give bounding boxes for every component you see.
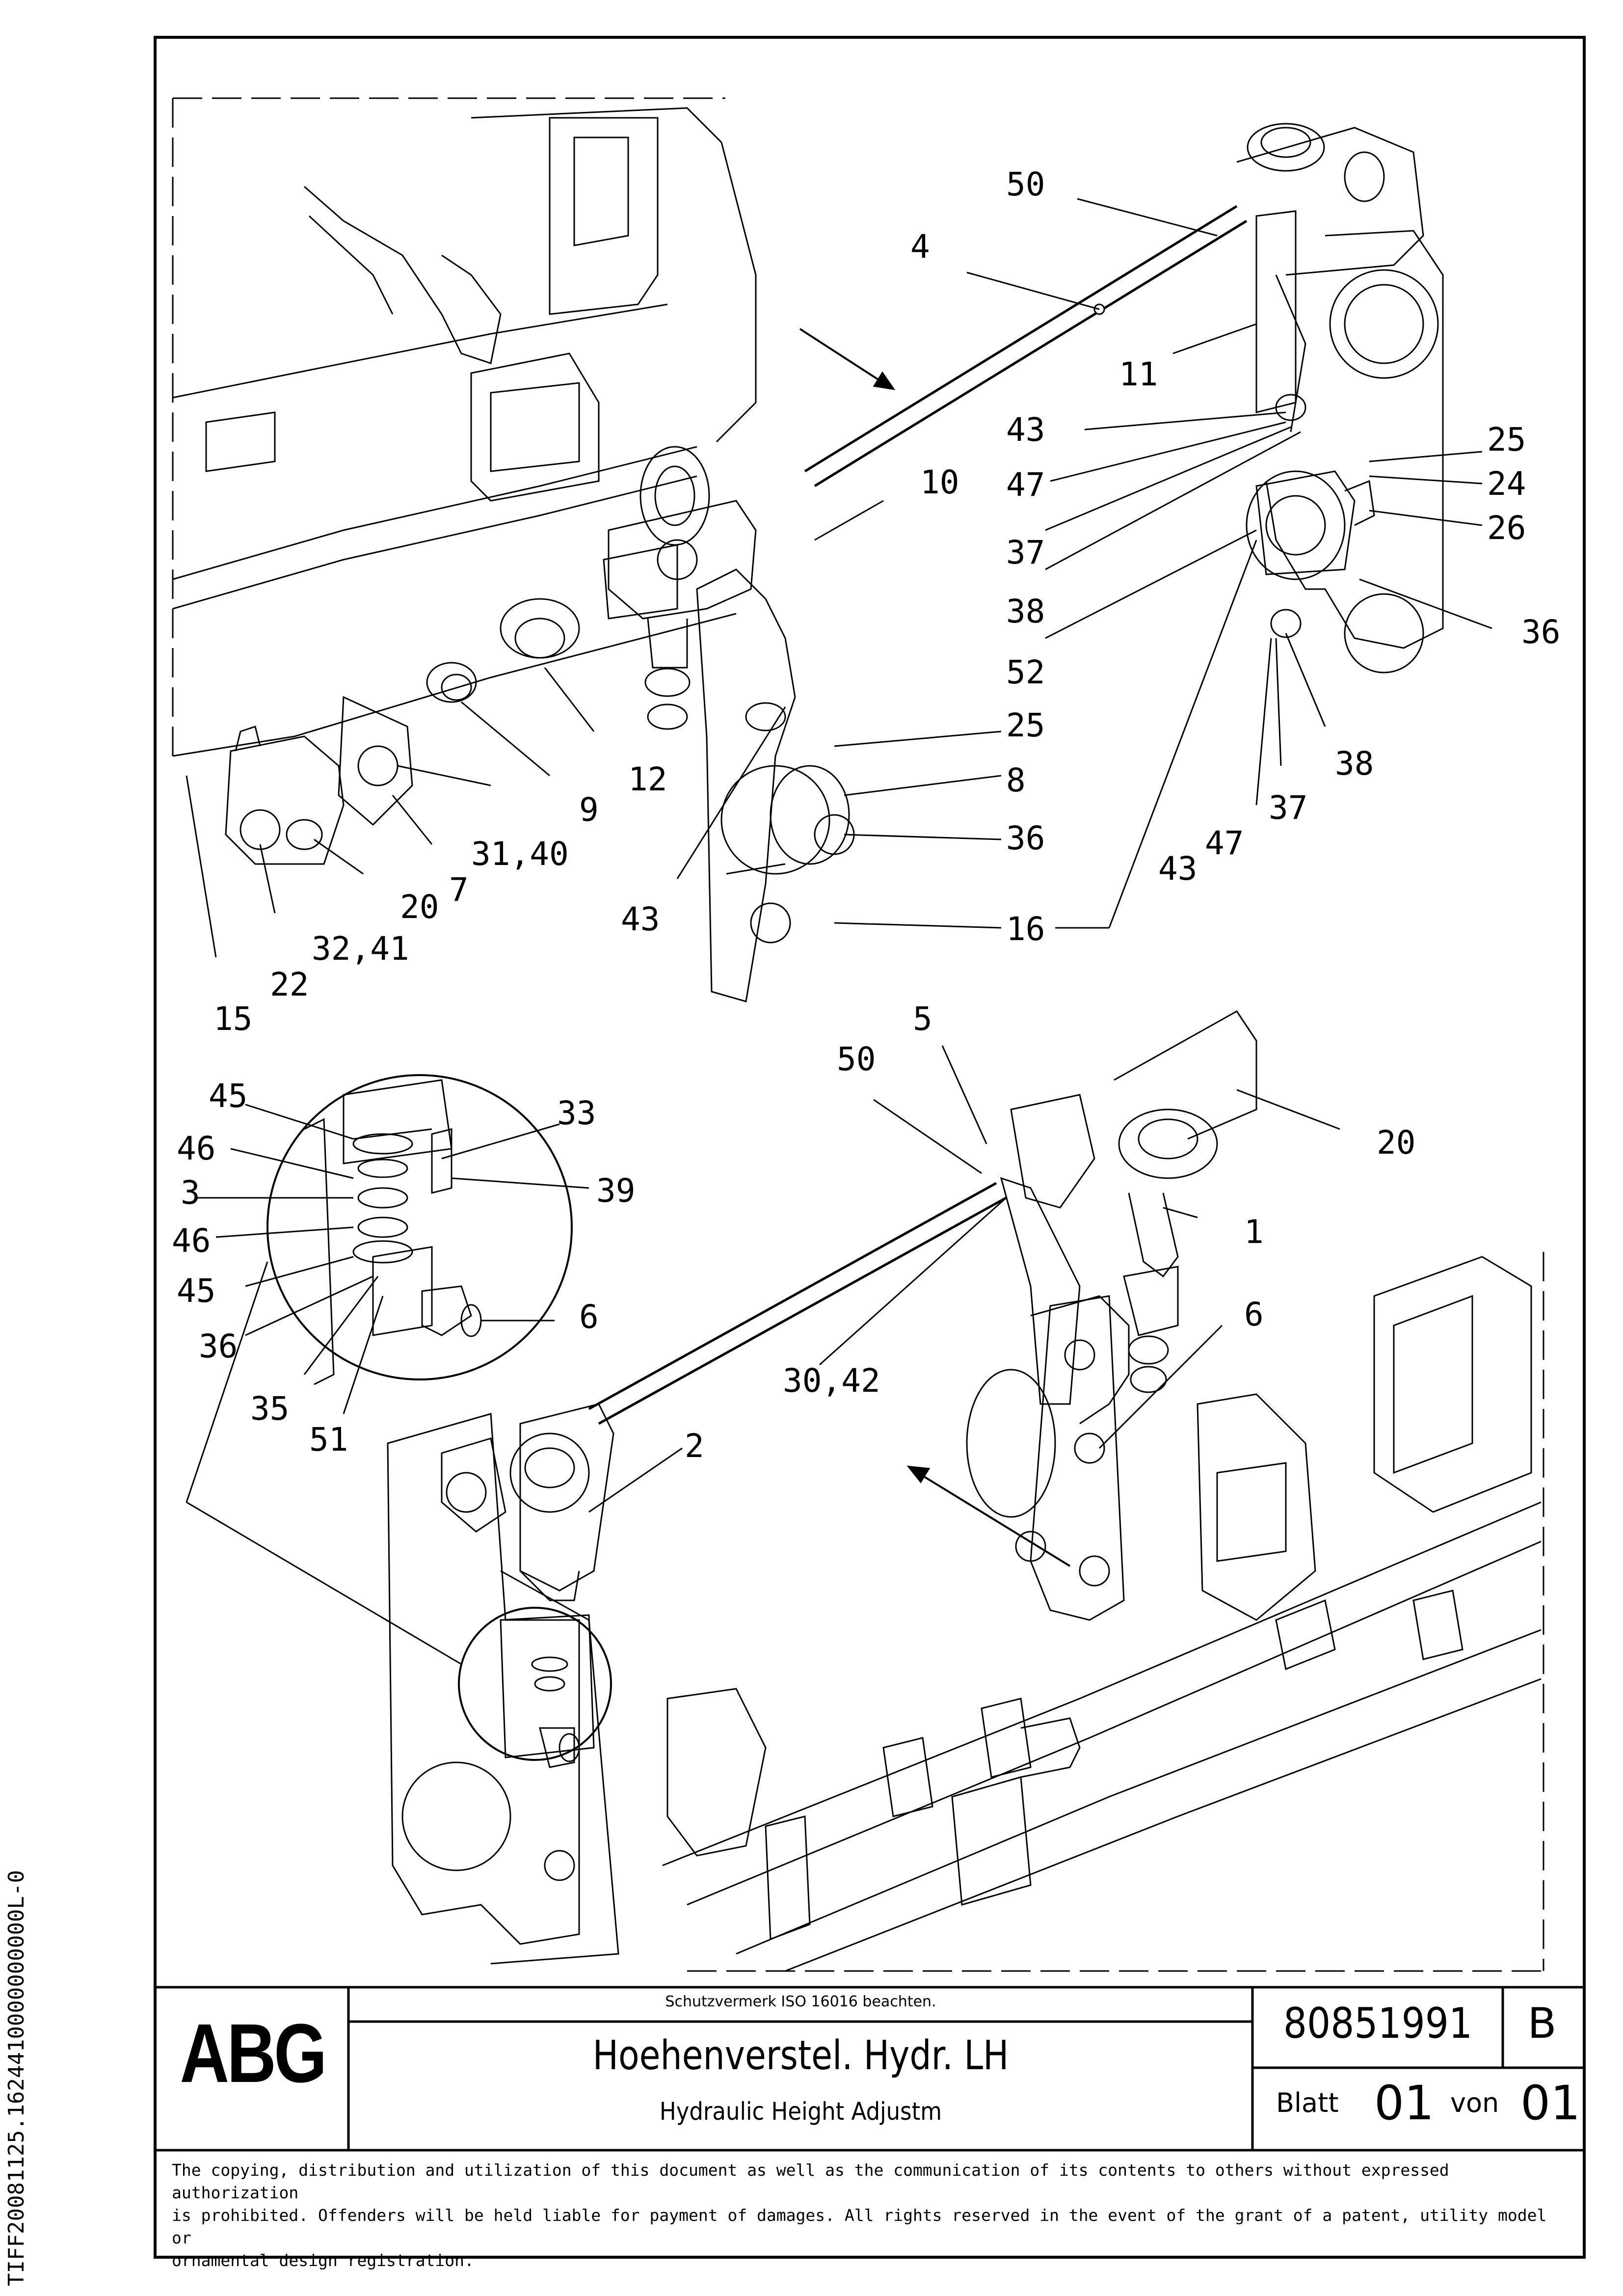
callout-label: 43 [1006,411,1045,449]
callout-labels: 50 4 11 43 47 37 38 52 10 25 24 26 36 25… [172,165,1560,1465]
callout-label: 45 [177,1272,215,1310]
callout-label: 16 [1006,910,1045,948]
callout-label: 38 [1335,745,1374,783]
callout-label: 43 [621,900,660,938]
detail-view-lower [458,1607,612,1768]
sheet-label: Blatt [1276,2087,1339,2118]
callout-label: 22 [270,966,309,1003]
callout-label: 51 [309,1421,348,1459]
legal-line: ornamental design registration. [172,2251,474,2270]
callout-label: 24 [1487,465,1526,503]
legal-line: is prohibited. Offenders will be held li… [172,2206,1547,2247]
leader-lines [186,198,1492,1513]
callout-label: 38 [1006,593,1045,630]
callout-label: 31,40 [471,835,569,873]
callout-label: 5 [913,1000,932,1038]
lower-frame-structure [662,1252,1544,1972]
callout-label: 46 [172,1222,211,1260]
legal-notice: The copying, distribution and utilizatio… [172,2159,1575,2272]
callout-label: 33 [557,1094,596,1132]
callout-label: 52 [1006,653,1045,691]
upper-shaft-assembly [804,123,1444,674]
company-logo: ABG [180,2007,327,2100]
drawing-number: 80851991 [1283,1999,1473,2048]
callout-label: 46 [177,1130,215,1167]
upper-frame-structure [172,97,757,757]
callout-label: 36 [1006,819,1045,857]
callout-label: 25 [1006,706,1045,744]
callout-label: 3 [181,1174,200,1212]
callout-label: 6 [1244,1296,1264,1333]
detail-view-upper [266,1074,573,1385]
drawing-title-en: Hydraulic Height Adjustm [659,2097,942,2126]
sheet-number: 01 [1374,2076,1435,2131]
callout-label: 50 [837,1040,876,1078]
drawing-title-de: Hoehenverstel. Hydr. LH [592,2032,1009,2079]
lower-shaft-assembly [387,1010,1257,1965]
callout-label: 47 [1205,824,1244,862]
flow-arrows [799,328,1071,1567]
callout-label: 1 [1244,1213,1264,1251]
callout-label: 6 [579,1298,599,1336]
callout-label: 10 [920,463,959,501]
callout-label: 32,41 [312,930,409,968]
callout-label: 4 [910,228,930,266]
upper-pump-assembly [225,446,855,1002]
callout-label: 37 [1269,789,1307,827]
callout-label: 2 [685,1427,704,1465]
title-block-frame [155,1986,1584,2152]
callout-label: 30,42 [783,1362,880,1400]
callout-label: 47 [1006,466,1045,504]
sheet-total: 01 [1520,2076,1581,2131]
detail-connector-lines [186,1261,462,1665]
callout-label: 43 [1158,850,1197,888]
sheet-border [154,36,1586,2259]
callout-label: 35 [250,1390,289,1428]
of-label: von [1450,2087,1499,2118]
legal-line: The copying, distribution and utilizatio… [172,2161,1449,2202]
callout-label: 36 [199,1327,238,1365]
callout-label: 45 [209,1077,247,1115]
callout-label: 8 [1006,761,1026,799]
callout-label: 9 [579,791,599,829]
document-code: TIFF20081125.1624410000000000L-0 [4,1870,29,2286]
callout-label: 15 [213,1000,252,1038]
callout-label: 12 [628,760,667,798]
callout-label: 25 [1487,421,1526,459]
callout-label: 37 [1006,534,1045,571]
callout-label: 11 [1119,355,1158,393]
revision-letter: B [1527,1999,1557,2048]
callout-label: 36 [1521,613,1560,651]
callout-label: 20 [1377,1124,1415,1162]
callout-label: 7 [449,871,469,909]
protection-notice: Schutzvermerk ISO 16016 beachten. [665,1993,936,2010]
callout-label: 26 [1487,509,1526,547]
callout-label: 39 [596,1172,635,1210]
callout-label: 50 [1006,165,1045,203]
callout-label: 20 [400,888,439,926]
